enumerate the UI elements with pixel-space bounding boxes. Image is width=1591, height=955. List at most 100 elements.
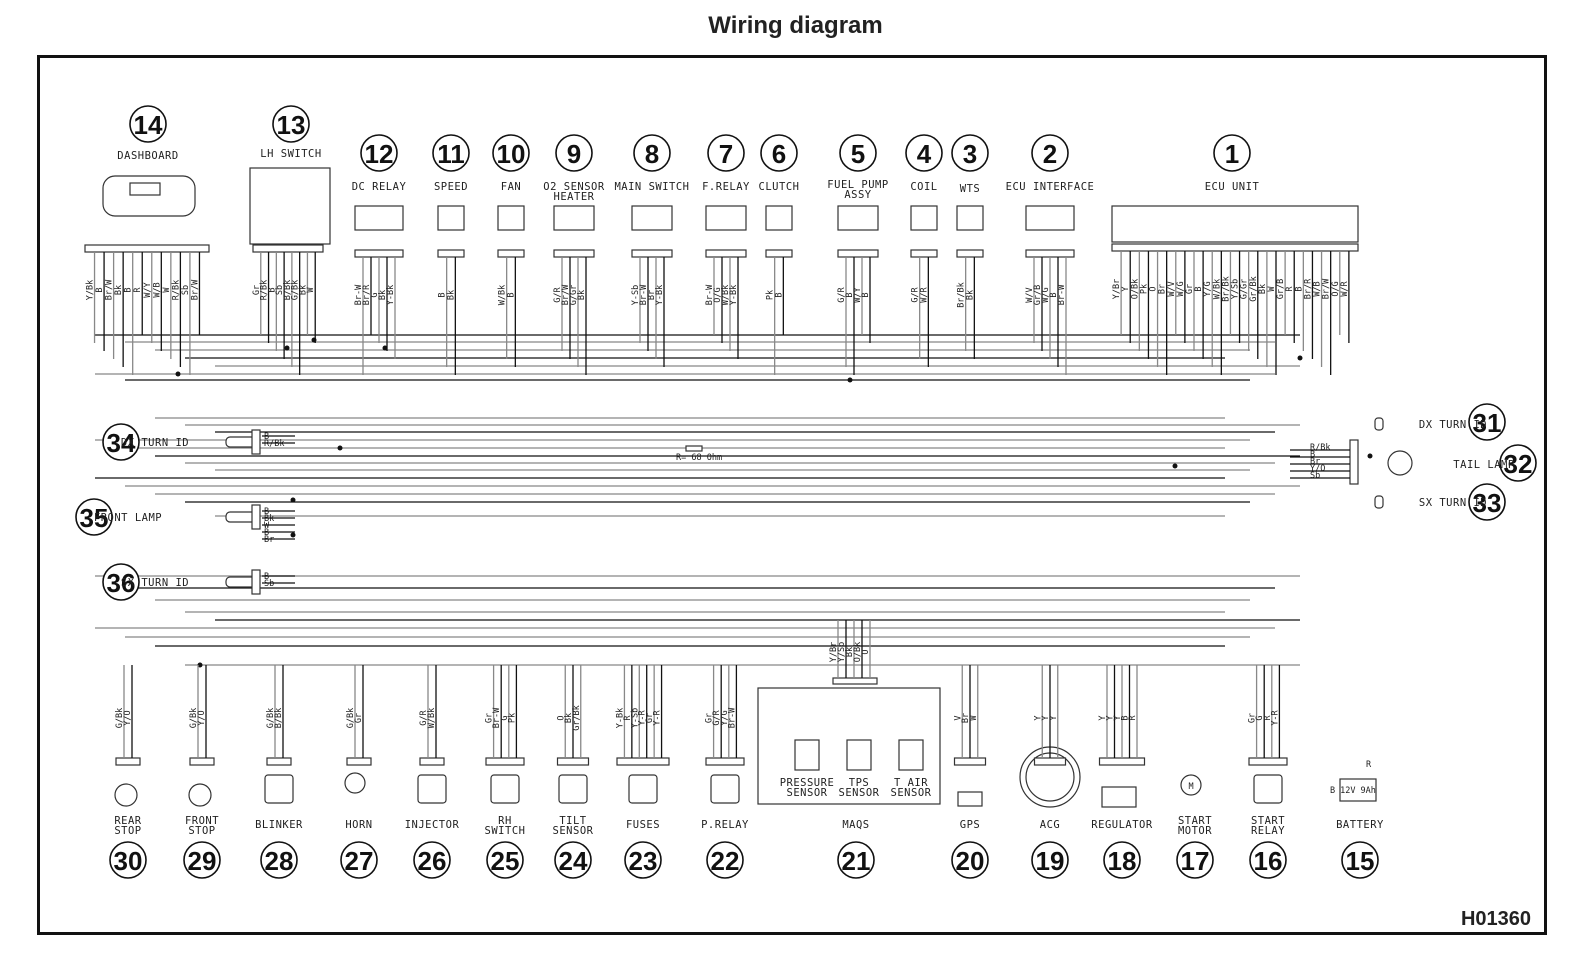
wire-color-label: W/V	[1167, 281, 1177, 296]
component-label: DASHBOARD	[117, 150, 178, 162]
wire-color-label: B	[506, 292, 516, 297]
component-number-circle	[360, 134, 398, 172]
wire-color-label: Gr	[354, 713, 364, 723]
component-number: 16	[1254, 846, 1283, 876]
connector	[84, 244, 210, 253]
component-number: 11	[437, 139, 465, 169]
wire-color-label: Y-R	[638, 709, 648, 725]
junction-dot	[382, 345, 388, 351]
wire-color-label: B	[1330, 786, 1335, 796]
component-number-circle	[760, 134, 798, 172]
component-label: SX TURN ID	[121, 577, 189, 589]
wire-color-label: Bk	[965, 290, 975, 300]
component-label: MAQS	[842, 819, 869, 831]
connector	[189, 757, 215, 766]
component-body	[264, 774, 294, 804]
wire-color-label: B	[774, 292, 784, 297]
wire-color-label: Sb	[1310, 471, 1320, 481]
wire-color-label: W/Y	[143, 282, 153, 297]
wire-harness	[95, 334, 1373, 668]
wire-color-label: Bk	[564, 713, 574, 723]
wire-color-label: Bk	[446, 290, 456, 300]
component-body	[910, 205, 938, 231]
wire-color-label: Y-Sb	[630, 708, 640, 728]
wire-color-label: B/Bk	[283, 280, 293, 300]
wire-color-label: W/Bk	[498, 285, 508, 305]
wire-color-label: W/G	[1176, 281, 1186, 296]
wire-color-label: Y	[1121, 286, 1131, 291]
component-number: 14	[134, 110, 163, 140]
connector	[616, 757, 670, 766]
wire-color-label: Sb	[181, 285, 191, 295]
component-label: BLINKER	[255, 819, 303, 831]
component-body	[490, 774, 520, 804]
component-label: DX TURN ID	[121, 437, 189, 449]
component-number-circle	[554, 841, 592, 879]
wire-color-label: W/G	[1041, 287, 1051, 302]
component-number: 21	[842, 846, 871, 876]
wire-color-label: Br-W	[1057, 284, 1067, 305]
component-number: 24	[559, 846, 588, 876]
component-label: BATTERY	[1336, 819, 1384, 831]
connector	[553, 249, 595, 258]
component-number: 32	[1504, 449, 1533, 479]
wire-color-label: O/Bk	[1130, 279, 1140, 299]
wire-color-label: Br	[1310, 457, 1320, 467]
component-number-circle	[109, 841, 147, 879]
wire-color-label: Sb	[264, 579, 274, 589]
component-label: SX TURN ID	[1419, 497, 1487, 509]
connector	[837, 249, 879, 258]
connector	[252, 244, 324, 253]
wire-color-label: W	[1267, 286, 1277, 292]
component-number: 29	[188, 846, 217, 876]
resistor-body	[685, 445, 703, 452]
junction-dot	[197, 662, 203, 668]
wire-color-label: Y/Br	[829, 642, 839, 662]
component-body	[1253, 774, 1283, 804]
wire-color-label: Br-W	[727, 707, 737, 728]
component-body	[1025, 205, 1075, 231]
component-number-circle	[633, 134, 671, 172]
component-body	[417, 774, 447, 804]
wire-color-label: G	[500, 715, 510, 720]
battery-rating: 12V 9Ah	[1340, 786, 1376, 796]
wire-color-label: Y	[1033, 715, 1043, 720]
tail-lamp-bulb	[1387, 450, 1413, 476]
connector	[956, 249, 984, 258]
junction-dot	[337, 445, 343, 451]
wire-color-label: B	[845, 292, 855, 297]
component-number: 3	[963, 139, 977, 169]
component-label: CLUTCH	[759, 181, 800, 193]
wire-color-label: Gr/B	[1276, 279, 1286, 299]
wire-color-label: G/Bk	[115, 708, 125, 728]
wire-color-label: G/R	[911, 286, 921, 302]
wire-color-label: O	[1149, 286, 1159, 291]
component-number: 2	[1043, 139, 1057, 169]
resistor: R= 68 Ohm	[676, 445, 722, 463]
stop-switch-body	[188, 783, 212, 807]
component-number-circle	[260, 841, 298, 879]
sensor-body	[794, 739, 820, 771]
wire-color-label: Br-W	[492, 707, 502, 728]
dashboard-body	[102, 175, 196, 217]
component-number-circle	[1103, 841, 1141, 879]
component-label: MAIN SWITCH	[614, 181, 689, 193]
component-number: 15	[1346, 846, 1375, 876]
connector	[1098, 757, 1146, 766]
